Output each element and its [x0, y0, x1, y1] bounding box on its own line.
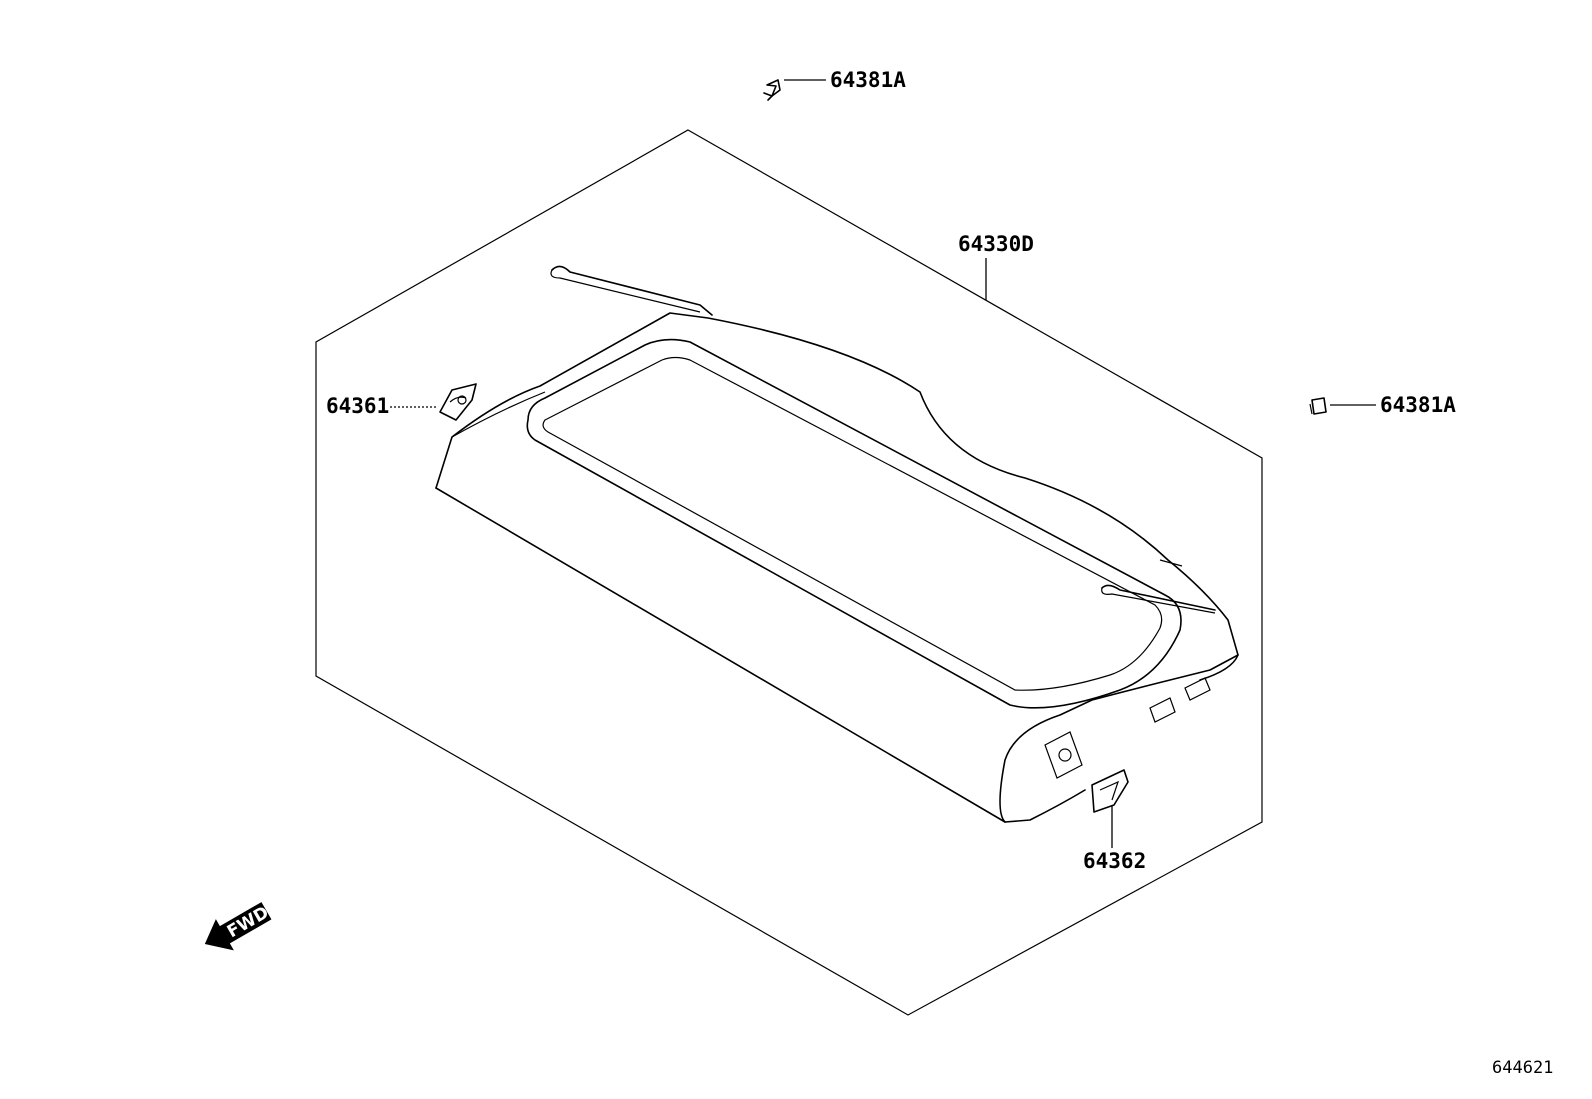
- fwd-label: FWD: [224, 903, 273, 943]
- callout-left-cover: 64361: [326, 394, 389, 418]
- clip-right-part: [1309, 397, 1376, 415]
- left-cover-part: [390, 383, 477, 421]
- diagram-reference-number: 644621: [1492, 1058, 1553, 1078]
- package-tray-trim-drawing: [435, 265, 1239, 823]
- right-cover-part: [1091, 769, 1129, 848]
- callout-package-tray-trim: 64330D: [958, 232, 1034, 256]
- callout-clip-top: 64381A: [830, 68, 906, 92]
- fwd-arrow-icon: FWD: [204, 902, 273, 951]
- callout-clip-right: 64381A: [1380, 393, 1456, 417]
- callout-right-cover: 64362: [1083, 849, 1146, 873]
- clip-top-part: [763, 79, 826, 101]
- assembly-boundary-box: [315, 129, 1263, 1016]
